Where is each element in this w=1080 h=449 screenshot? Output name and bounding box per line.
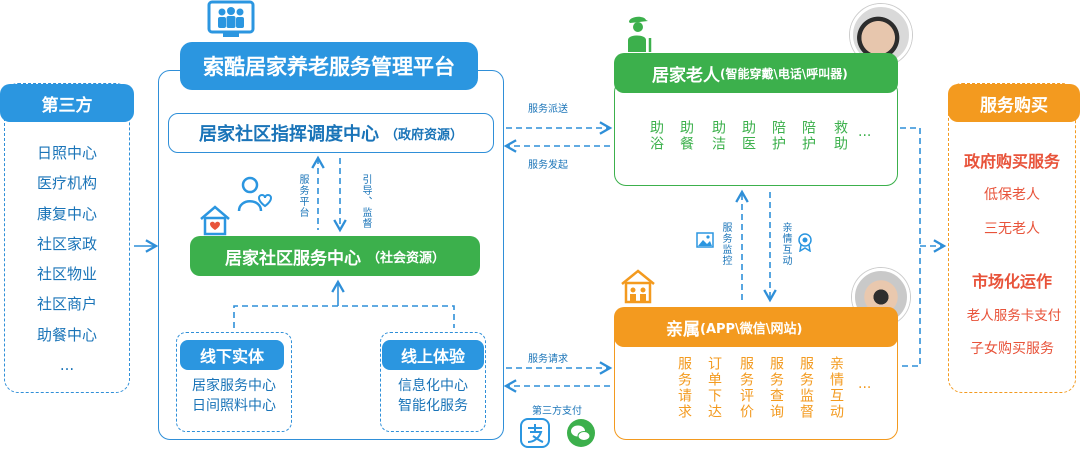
elderly-item: 助餐	[678, 120, 694, 152]
third-party-list: 日照中心 医疗机构 康复中心 社区家政 社区物业 社区商户 助餐中心 ...	[4, 138, 130, 380]
offline-entity-box	[176, 332, 292, 432]
elderly-title: 居家老人	[652, 65, 720, 86]
flow-label-monitor: 服务监控	[720, 222, 731, 266]
list-item: 医疗机构	[36, 174, 97, 193]
family-title-bar: 亲属 (APP\微信\网站)	[614, 307, 898, 347]
list-item: 社区家政	[36, 234, 97, 253]
elderly-note: (智能穿戴\电话\呼叫器)	[720, 66, 848, 81]
command-center-box: 居家社区指挥调度中心 （政府资源）	[168, 113, 494, 153]
elderly-item: 助洁	[710, 120, 726, 152]
list-item: ...	[59, 356, 75, 375]
command-center-label: 居家社区指挥调度中心	[198, 124, 379, 145]
gov-purchase-title: 政府购买服务	[963, 152, 1060, 171]
family-item: 亲情互动	[828, 356, 844, 420]
offline-line: 居家服务中心	[192, 378, 276, 394]
family-item: 订单下达	[706, 356, 722, 420]
market-item: 老人服务卡支付	[966, 308, 1062, 324]
online-experience-title: 线上体验	[382, 340, 484, 370]
family-item: 服务请求	[676, 356, 692, 420]
family-more: ...	[858, 376, 872, 392]
online-line: 信息化中心	[398, 378, 468, 394]
online-experience-box	[380, 332, 486, 432]
market-title: 市场化运作	[971, 272, 1052, 291]
wechat-icon	[567, 419, 595, 447]
offline-line: 日间照料中心	[192, 398, 276, 414]
offline-entity-lines: 居家服务中心 日间照料中心	[176, 376, 292, 416]
flow-label-interact: 亲情互动	[780, 222, 791, 266]
service-center-note: （社会资源）	[366, 250, 445, 266]
list-item: 日照中心	[36, 144, 97, 162]
flow-label-initiate: 服务发起	[528, 160, 568, 171]
gov-purchase-item: 三无老人	[984, 221, 1040, 237]
family-item: 服务评价	[738, 356, 754, 420]
service-platform-label: 服务平台	[297, 174, 308, 218]
badge-icon	[798, 233, 812, 252]
elderly-item: 助浴	[648, 120, 664, 152]
family-note: (APP\微信\网站)	[700, 321, 803, 337]
platform-title: 索酷居家养老服务管理平台	[180, 42, 478, 90]
family-title: 亲属	[666, 319, 700, 340]
third-party-title: 第三方	[0, 84, 134, 122]
image-icon	[696, 232, 714, 248]
service-center-box: 居家社区服务中心 （社会资源）	[190, 236, 480, 276]
elderly-item: 陪护	[770, 120, 786, 152]
family-house-icon	[621, 269, 655, 304]
list-item: 康复中心	[36, 204, 97, 223]
elder-silhouette-icon	[628, 16, 652, 52]
gov-purchase-item: 低保老人	[984, 187, 1040, 203]
guide-supervise-label: 引导、监督	[360, 174, 371, 229]
purchase-panel	[948, 83, 1076, 393]
market-item: 子女购买服务	[970, 341, 1054, 357]
third-party-panel	[4, 83, 130, 393]
list-item: 社区商户	[36, 295, 97, 314]
elderly-title-bar: 居家老人 (智能穿戴\电话\呼叫器)	[614, 53, 898, 93]
elderly-more: ...	[858, 124, 872, 140]
elderly-item: 陪护	[800, 120, 816, 152]
monitor-group-icon	[207, 0, 255, 37]
offline-entity-title: 线下实体	[180, 340, 284, 370]
house-heart-icon	[200, 205, 230, 236]
flow-label-dispatch: 服务派送	[528, 104, 568, 115]
elderly-item: 助医	[740, 120, 756, 152]
list-item: 助餐中心	[36, 325, 97, 344]
online-line: 智能化服务	[398, 398, 468, 414]
family-item: 服务监督	[798, 356, 814, 420]
alipay-icon	[520, 418, 550, 448]
family-item: 服务查询	[768, 356, 784, 420]
purchase-title: 服务购买	[948, 84, 1080, 122]
person-heart-icon	[237, 176, 273, 212]
list-item: 社区物业	[36, 265, 97, 284]
flow-label-request: 服务请求	[528, 354, 568, 365]
command-center-note: （政府资源）	[384, 127, 463, 143]
elderly-item: 救助	[832, 120, 848, 152]
online-experience-lines: 信息化中心 智能化服务	[380, 376, 486, 416]
flow-label-third-pay: 第三方支付	[532, 406, 582, 417]
service-center-label: 居家社区服务中心	[224, 248, 361, 269]
